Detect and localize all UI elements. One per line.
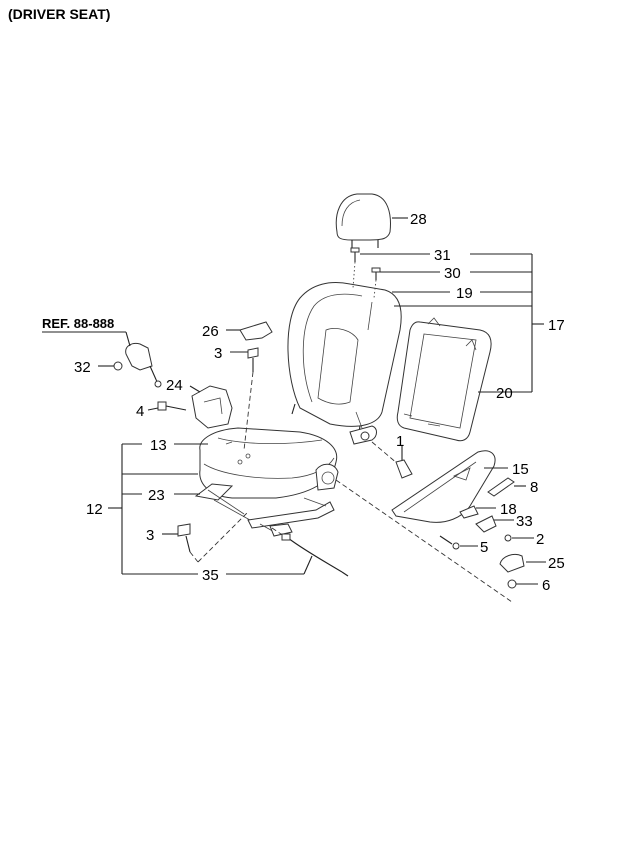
cable-35-part [271,527,349,577]
callout-23: 23 [148,487,165,504]
seat-track-part [180,483,335,537]
bolt-1-part [371,441,413,479]
bolt-5-part [439,535,460,550]
callout-15: 15 [512,461,529,478]
nut-32-part [113,361,123,371]
headrest-guide-part [350,247,381,299]
diagram-title: (DRIVER SEAT) [8,6,111,22]
callout-35: 35 [202,567,219,584]
cover-33-part [475,515,497,533]
trim-cover-part [239,321,273,341]
callout-25: 25 [548,555,565,572]
leader-lines [42,217,546,585]
callout-3-upper: 3 [214,345,222,362]
belt-buckle-part [125,343,162,388]
bolt-upper-part [243,347,259,451]
callout-labels: REF. 88-888 28 31 30 19 17 26 3 20 32 24… [42,211,565,594]
bolt-lower-part [177,511,249,563]
callout-1: 1 [396,433,404,450]
callout-4: 4 [136,403,144,420]
knob-18-part [459,505,479,519]
side-shield-part [391,450,496,523]
ref-label: REF. 88-888 [42,316,114,331]
nut-6-part [507,579,517,589]
bracket-part [191,385,233,429]
callout-28: 28 [410,211,427,228]
callout-2: 2 [536,531,544,548]
lever-8-part [487,477,515,497]
bolt-4-part [157,401,187,411]
callout-20: 20 [496,385,513,402]
callout-33: 33 [516,513,533,530]
screw-2-part [504,534,512,542]
headrest-part [335,193,391,248]
callout-17: 17 [548,317,565,334]
recliner-mechanism-part [349,425,377,445]
callout-30: 30 [444,265,461,282]
callout-26: 26 [202,323,219,340]
callout-19: 19 [456,285,473,302]
seat-back-cushion-part [287,282,402,439]
callout-24: 24 [166,377,183,394]
seat-back-board-part [396,317,492,442]
callout-32: 32 [74,359,91,376]
callout-6: 6 [542,577,550,594]
cap-25-part [499,553,525,573]
callout-3-lower: 3 [146,527,154,544]
callout-13: 13 [150,437,167,454]
callout-18: 18 [500,501,517,518]
callout-31: 31 [434,247,451,264]
callout-8: 8 [530,479,538,496]
callout-5: 5 [480,539,488,556]
callout-12: 12 [86,501,103,518]
